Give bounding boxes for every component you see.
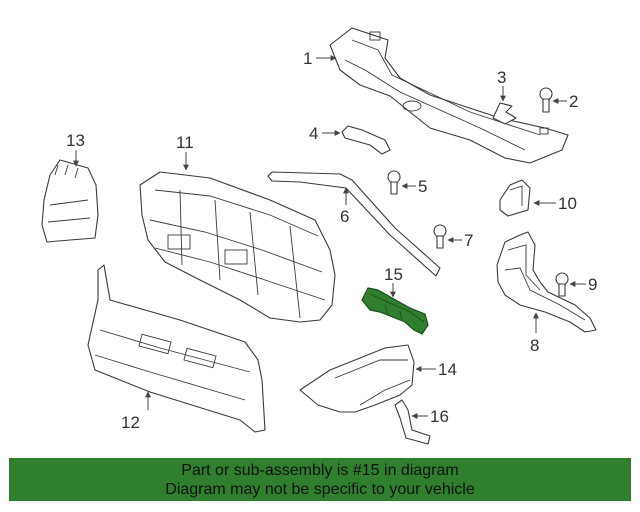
parts-diagram: 1 2 3 4 5 6 7 10 [41,27,597,445]
callout-6[interactable]: 6 [340,207,349,226]
part-1-upper-support[interactable] [329,27,569,164]
part-8-duct-bracket[interactable] [496,231,597,333]
part-2-bolt[interactable] [539,87,553,113]
part-13-air-guide[interactable] [41,159,99,243]
info-banner: Part or sub-assembly is #15 in diagram D… [9,458,631,501]
callout-15[interactable]: 15 [384,265,403,284]
part-3-clip[interactable] [492,102,517,125]
callout-5[interactable]: 5 [418,177,427,196]
banner-line-2: Diagram may not be specific to your vehi… [165,480,475,498]
callout-2[interactable]: 2 [569,92,578,111]
callout-7[interactable]: 7 [464,231,473,250]
part-6-brace[interactable] [267,171,441,277]
part-10-bracket[interactable] [499,179,531,217]
part-5-screw[interactable] [387,170,401,195]
callout-3[interactable]: 3 [497,68,506,87]
callout-11[interactable]: 11 [176,133,194,152]
part-16-bracket[interactable] [394,399,431,445]
callout-12[interactable]: 12 [121,413,140,432]
part-15-highlighted[interactable] [361,287,429,335]
part-14-air-duct[interactable] [299,344,415,413]
callout-13[interactable]: 13 [66,131,85,150]
part-4-bracket[interactable] [341,125,391,155]
banner-line-1: Part or sub-assembly is #15 in diagram [181,461,459,479]
callout-4[interactable]: 4 [309,124,318,143]
callout-8[interactable]: 8 [530,336,539,355]
callout-16[interactable]: 16 [430,407,449,426]
callout-14[interactable]: 14 [438,360,457,379]
part-9-screw[interactable] [555,272,569,297]
callout-10[interactable]: 10 [558,194,577,213]
callout-1[interactable]: 1 [303,49,312,68]
part-11-radiator-support[interactable] [139,171,336,323]
callout-9[interactable]: 9 [588,275,597,294]
part-7-screw[interactable] [433,224,447,249]
part-12-lower-panel[interactable] [87,264,266,433]
